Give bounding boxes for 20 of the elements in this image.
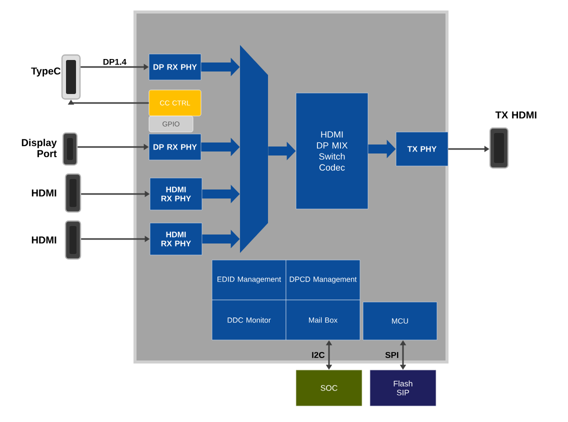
- port-label: HDMI: [32, 236, 56, 244]
- function-block: DP RX PHY: [148, 134, 202, 160]
- port-label: Display Port: [22, 138, 57, 158]
- chip-box: SOC: [296, 370, 362, 406]
- connector-icon: [64, 173, 82, 213]
- connector-icon: [62, 132, 78, 166]
- chip-box: Flash SIP: [370, 370, 436, 406]
- connector-icon: [61, 54, 81, 100]
- function-block: DP RX PHY: [148, 54, 202, 80]
- function-block: HDMI RX PHY: [150, 222, 202, 256]
- edge-label: DP1.4: [103, 58, 126, 65]
- port-label: TypeC: [31, 67, 61, 77]
- port-label: TX HDMI: [495, 112, 536, 118]
- function-block: HDMI DP MIX Switch Codec: [296, 92, 368, 210]
- function-block: HDMI RX PHY: [150, 178, 202, 210]
- connector-icon: [64, 220, 82, 260]
- port-label: HDMI: [32, 190, 56, 196]
- connector-icon: [489, 127, 509, 169]
- edge-label: SPI: [385, 352, 398, 358]
- edge-label: I2C: [312, 352, 325, 358]
